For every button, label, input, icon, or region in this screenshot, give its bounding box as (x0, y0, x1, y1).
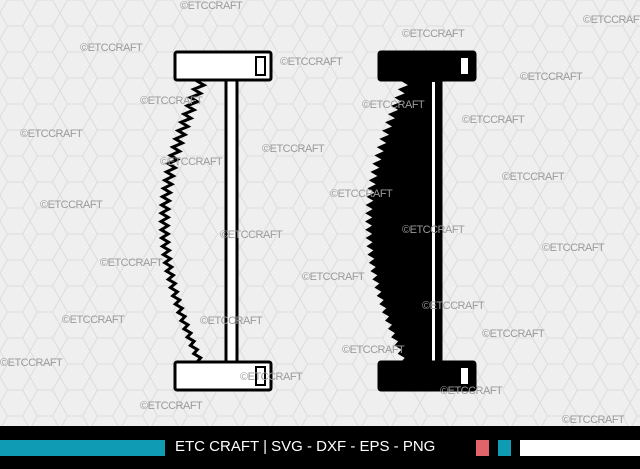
watermark-logo: ©ETCCRAFT (542, 242, 605, 254)
watermark-logo: ©ETCCRAFT (402, 28, 465, 40)
watermark-logo: ©ETCCRAFT (330, 188, 393, 200)
watermark-logo: ©ETCCRAFT (40, 199, 103, 211)
watermark-logo: ©ETCCRAFT (220, 229, 283, 241)
watermark-logo: ©ETCCRAFT (62, 314, 125, 326)
teal-bar (0, 440, 165, 456)
watermark-logo: ©ETCCRAFT (502, 171, 565, 183)
watermark-logo: ©ETCCRAFT (200, 315, 263, 327)
watermark-logo: ©ETCCRAFT (422, 300, 485, 312)
handle-cap (255, 56, 266, 76)
saw-illustration (0, 0, 640, 426)
pink-square (476, 440, 489, 456)
handle-cap (459, 366, 470, 386)
hex-pattern (0, 0, 640, 426)
watermark-logo: ©ETCCRAFT (302, 271, 365, 283)
watermark-logo: ©ETCCRAFT (362, 99, 425, 111)
watermark-logo: ©ETCCRAFT (160, 156, 223, 168)
handle-cap (255, 366, 266, 386)
white-bar (520, 440, 640, 456)
footer-bar: ETC CRAFT | SVG - DXF - EPS - PNG (0, 426, 640, 469)
watermark-logo: ©ETCCRAFT (342, 344, 405, 356)
watermark-logo: ©ETCCRAFT (240, 371, 303, 383)
formats-label: SVG - DXF - EPS - PNG (271, 438, 436, 455)
teal-square (498, 440, 511, 456)
saw-rod (428, 78, 443, 366)
watermark-logo: ©ETCCRAFT (482, 328, 545, 340)
handle-cap (459, 56, 470, 76)
watermark-logo: ©ETCCRAFT (440, 385, 503, 397)
watermark-logo: ©ETCCRAFT (562, 414, 625, 426)
watermark-logo: ©ETCCRAFT (402, 224, 465, 236)
saw-outline-icon (158, 50, 273, 392)
watermark-logo: ©ETCCRAFT (520, 71, 583, 83)
saw-blade (365, 81, 433, 362)
watermark-logo: ©ETCCRAFT (583, 14, 640, 26)
watermark-logo: ©ETCCRAFT (262, 143, 325, 155)
top-handle (173, 50, 273, 82)
watermark-logo: ©ETCCRAFT (180, 0, 243, 12)
watermark-logo: ©ETCCRAFT (80, 42, 143, 54)
top-handle (377, 50, 477, 82)
watermark-logo: ©ETCCRAFT (0, 357, 63, 369)
watermark-logo: ©ETCCRAFT (20, 128, 83, 140)
footer-text: ETC CRAFT | SVG - DXF - EPS - PNG (175, 438, 435, 455)
watermark-logo: ©ETCCRAFT (100, 257, 163, 269)
brand-label: ETC CRAFT (175, 438, 259, 455)
separator: | (263, 438, 267, 455)
saw-filled-icon (365, 50, 477, 392)
watermark-logo: ©ETCCRAFT (140, 400, 203, 412)
saw-blade (158, 79, 208, 364)
bottom-handle (377, 360, 477, 392)
watermark-logo: ©ETCCRAFT (462, 114, 525, 126)
watermark-logo: ©ETCCRAFT (280, 56, 343, 68)
rod-slit (432, 82, 435, 362)
bottom-handle (173, 360, 273, 392)
watermark-logo: ©ETCCRAFT (140, 95, 203, 107)
